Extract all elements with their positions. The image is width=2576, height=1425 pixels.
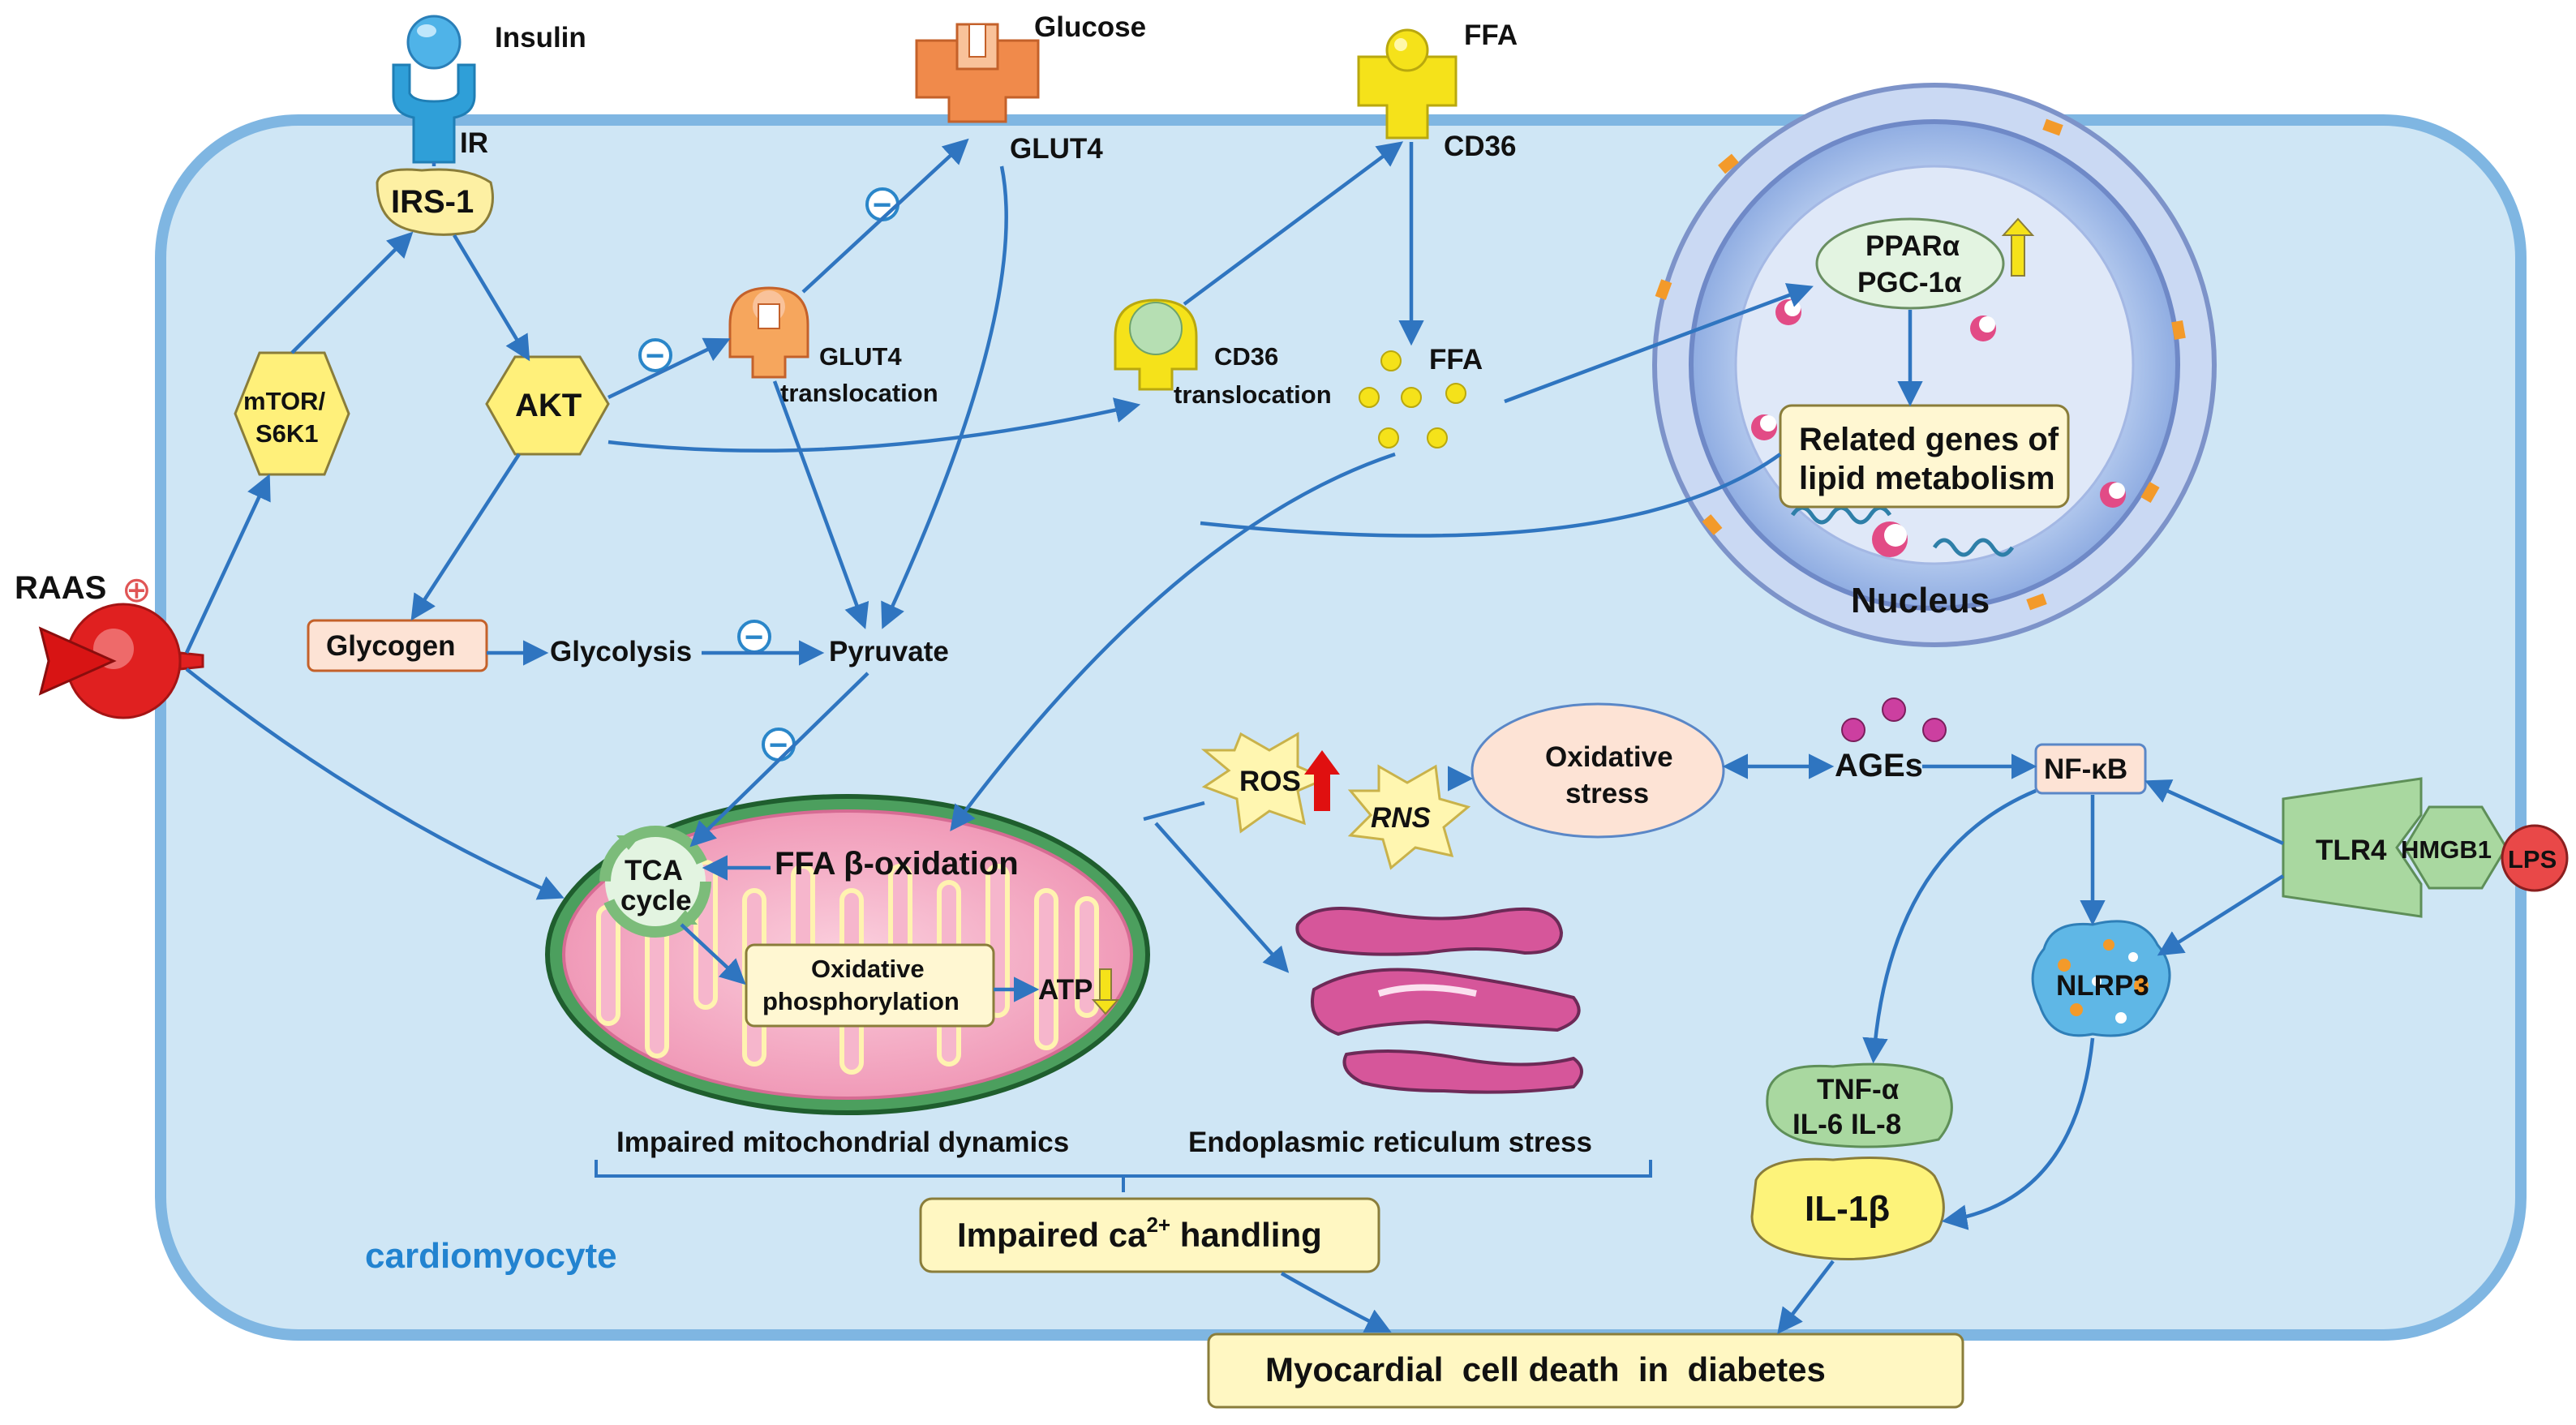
raas-label: RAAS xyxy=(15,570,106,606)
ppar-label-2: PGC-1α xyxy=(1857,267,1962,298)
ppar-oval xyxy=(1815,217,2005,310)
cd36-translocation-icon xyxy=(1114,298,1198,391)
tca-cycle-icon xyxy=(599,826,711,938)
calcium-sup: 2+ xyxy=(1146,1213,1170,1237)
glut4-translocation-icon xyxy=(728,286,809,379)
tlr4-icon xyxy=(2282,777,2423,918)
death-box xyxy=(1207,1333,1964,1409)
nucleus-label: Nucleus xyxy=(1851,581,1990,620)
glucose-label: Glucose xyxy=(1034,11,1146,43)
tlr4-label: TLR4 xyxy=(2316,835,2387,866)
nlrp3-label: NLRP3 xyxy=(2056,970,2149,1002)
nucleus-icon xyxy=(1652,83,2217,647)
cytokine-label-1: TNF-α xyxy=(1817,1074,1900,1105)
ffa-molecules xyxy=(1359,350,1466,449)
glut4-icon xyxy=(915,23,1040,123)
lps-circle xyxy=(2501,824,2569,892)
ffa-top-label: FFA xyxy=(1464,19,1518,51)
insulin-label: Insulin xyxy=(495,22,586,54)
ros-label: ROS xyxy=(1239,766,1301,797)
tca-label-2: cycle xyxy=(620,885,692,916)
insulin-receptor-icon xyxy=(392,15,476,164)
hmgb1-label: HMGB1 xyxy=(2401,835,2492,864)
pyruvate-label: Pyruvate xyxy=(829,636,949,667)
mito-dynamics-label: Impaired mitochondrial dynamics xyxy=(616,1127,1069,1158)
ppar-up-arrow-icon xyxy=(2001,217,2035,277)
atp-down-arrow-icon xyxy=(1091,968,1120,1015)
atp-label: ATP xyxy=(1038,974,1093,1006)
minus-akt-glut4: − xyxy=(638,338,672,374)
glut4-top-label: GLUT4 xyxy=(1010,133,1103,165)
ppar-label-1: PPARα xyxy=(1865,230,1960,262)
mtor-label-1: mTOR/ xyxy=(243,387,325,415)
bracket xyxy=(595,1160,1652,1192)
genes-label-1: Related genes of xyxy=(1799,422,2059,457)
irs1-shape xyxy=(376,168,494,236)
cytokine-shape xyxy=(1766,1062,1953,1148)
cd36-transloc-label-2: translocation xyxy=(1174,380,1332,409)
ros-star xyxy=(1200,732,1329,834)
oxstress-label-2: stress xyxy=(1565,778,1649,809)
cd36-top-label: CD36 xyxy=(1444,131,1516,162)
death-label: Myocardial cell death in diabetes xyxy=(1265,1350,1826,1389)
arrows xyxy=(184,138,2285,1335)
cardiomyocyte-label: cardiomyocyte xyxy=(365,1236,617,1276)
glycogen-box xyxy=(307,619,488,672)
cd36-icon xyxy=(1357,28,1458,139)
oxphos-label-1: Oxidative xyxy=(811,955,925,983)
ffa-mid-label: FFA xyxy=(1429,344,1483,376)
il1b-label: IL-1β xyxy=(1805,1189,1890,1229)
tca-label-1: TCA xyxy=(625,855,683,886)
minus-symbol: − xyxy=(745,620,763,655)
raas-plus-icon: ⊕ xyxy=(122,570,152,610)
ir-label: IR xyxy=(460,127,488,159)
irs1-label: IRS-1 xyxy=(391,184,474,220)
calcium-label: Impaired ca2+ handling xyxy=(957,1213,1322,1254)
ages-molecules xyxy=(1841,697,1947,742)
cytokine-label-2: IL-6 IL-8 xyxy=(1792,1109,1901,1140)
calcium-label-post: handling xyxy=(1170,1216,1322,1254)
lps-label: LPS xyxy=(2508,845,2557,873)
rns-label: RNS xyxy=(1371,802,1431,834)
glycogen-label: Glycogen xyxy=(326,630,455,662)
glut4-transloc-label-1: GLUT4 xyxy=(819,342,902,371)
mtor-label-2: S6K1 xyxy=(255,419,319,448)
minus-glycolysis: − xyxy=(737,620,771,655)
raas-receptor-icon xyxy=(38,603,204,719)
akt-label: AKT xyxy=(515,388,582,423)
rns-star xyxy=(1347,764,1471,870)
nlrp3-icon xyxy=(2031,920,2171,1037)
cd36-transloc-label-1: CD36 xyxy=(1214,342,1278,371)
er-icon xyxy=(1295,907,1583,1094)
oxphos-label-2: phosphorylation xyxy=(762,987,960,1015)
ages-label: AGEs xyxy=(1835,748,1923,783)
glycolysis-label: Glycolysis xyxy=(550,636,692,667)
ros-up-arrow-icon xyxy=(1304,750,1340,811)
genes-label-2: lipid metabolism xyxy=(1799,461,2055,496)
ffa-beta-label: FFA β-oxidation xyxy=(775,846,1019,882)
er-stress-label: Endoplasmic reticulum stress xyxy=(1188,1127,1592,1158)
minus-symbol: − xyxy=(646,338,664,374)
oxstress-label-1: Oxidative xyxy=(1545,741,1673,773)
minus-symbol: − xyxy=(769,728,788,763)
calcium-label-pre: Impaired ca xyxy=(957,1216,1147,1254)
glut4-transloc-label-2: translocation xyxy=(780,379,938,407)
oxphos-box xyxy=(745,943,995,1028)
nfkb-label: NF-κB xyxy=(2044,753,2127,785)
calcium-box xyxy=(919,1197,1380,1273)
